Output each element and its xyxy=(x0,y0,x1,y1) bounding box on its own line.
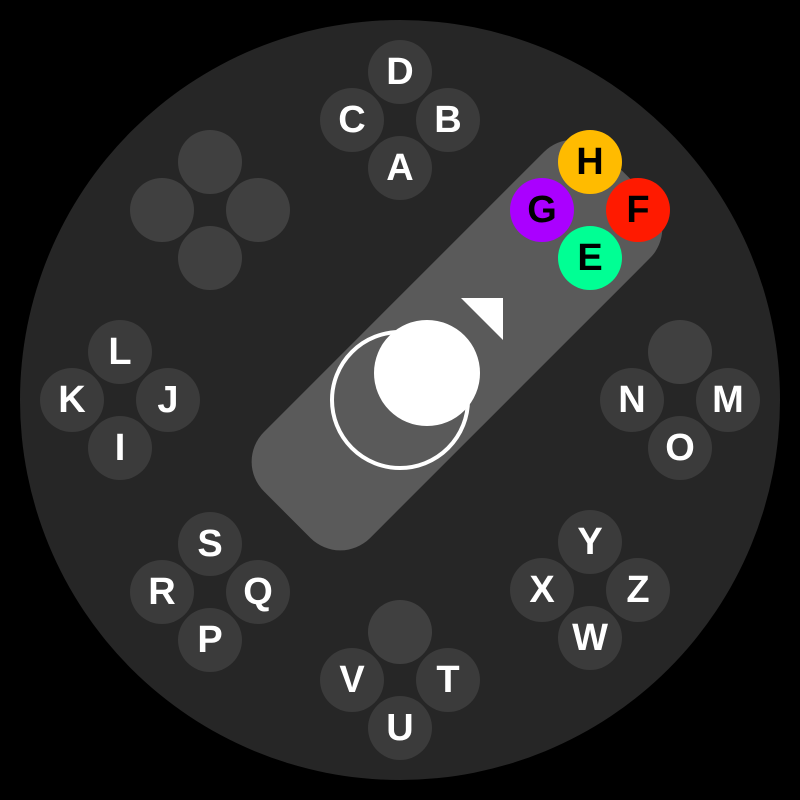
key-u[interactable]: U xyxy=(368,696,432,760)
key-n[interactable]: N xyxy=(600,368,664,432)
key-k[interactable]: K xyxy=(40,368,104,432)
empty-key xyxy=(648,320,712,384)
empty-key xyxy=(178,130,242,194)
empty-key xyxy=(368,600,432,664)
key-w[interactable]: W xyxy=(558,606,622,670)
direction-arrow-icon xyxy=(461,298,503,340)
key-r[interactable]: R xyxy=(130,560,194,624)
key-f[interactable]: F xyxy=(606,178,670,242)
key-h[interactable]: H xyxy=(558,130,622,194)
key-z[interactable]: Z xyxy=(606,558,670,622)
key-p[interactable]: P xyxy=(178,608,242,672)
key-x[interactable]: X xyxy=(510,558,574,622)
empty-key xyxy=(226,178,290,242)
key-g[interactable]: G xyxy=(510,178,574,242)
key-q[interactable]: Q xyxy=(226,560,290,624)
key-c[interactable]: C xyxy=(320,88,384,152)
key-b[interactable]: B xyxy=(416,88,480,152)
key-j[interactable]: J xyxy=(136,368,200,432)
key-y[interactable]: Y xyxy=(558,510,622,574)
key-i[interactable]: I xyxy=(88,416,152,480)
key-v[interactable]: V xyxy=(320,648,384,712)
key-a[interactable]: A xyxy=(368,136,432,200)
key-m[interactable]: M xyxy=(696,368,760,432)
key-l[interactable]: L xyxy=(88,320,152,384)
key-d[interactable]: D xyxy=(368,40,432,104)
empty-key xyxy=(130,178,194,242)
empty-key xyxy=(178,226,242,290)
key-e[interactable]: E xyxy=(558,226,622,290)
key-o[interactable]: O xyxy=(648,416,712,480)
key-t[interactable]: T xyxy=(416,648,480,712)
key-s[interactable]: S xyxy=(178,512,242,576)
